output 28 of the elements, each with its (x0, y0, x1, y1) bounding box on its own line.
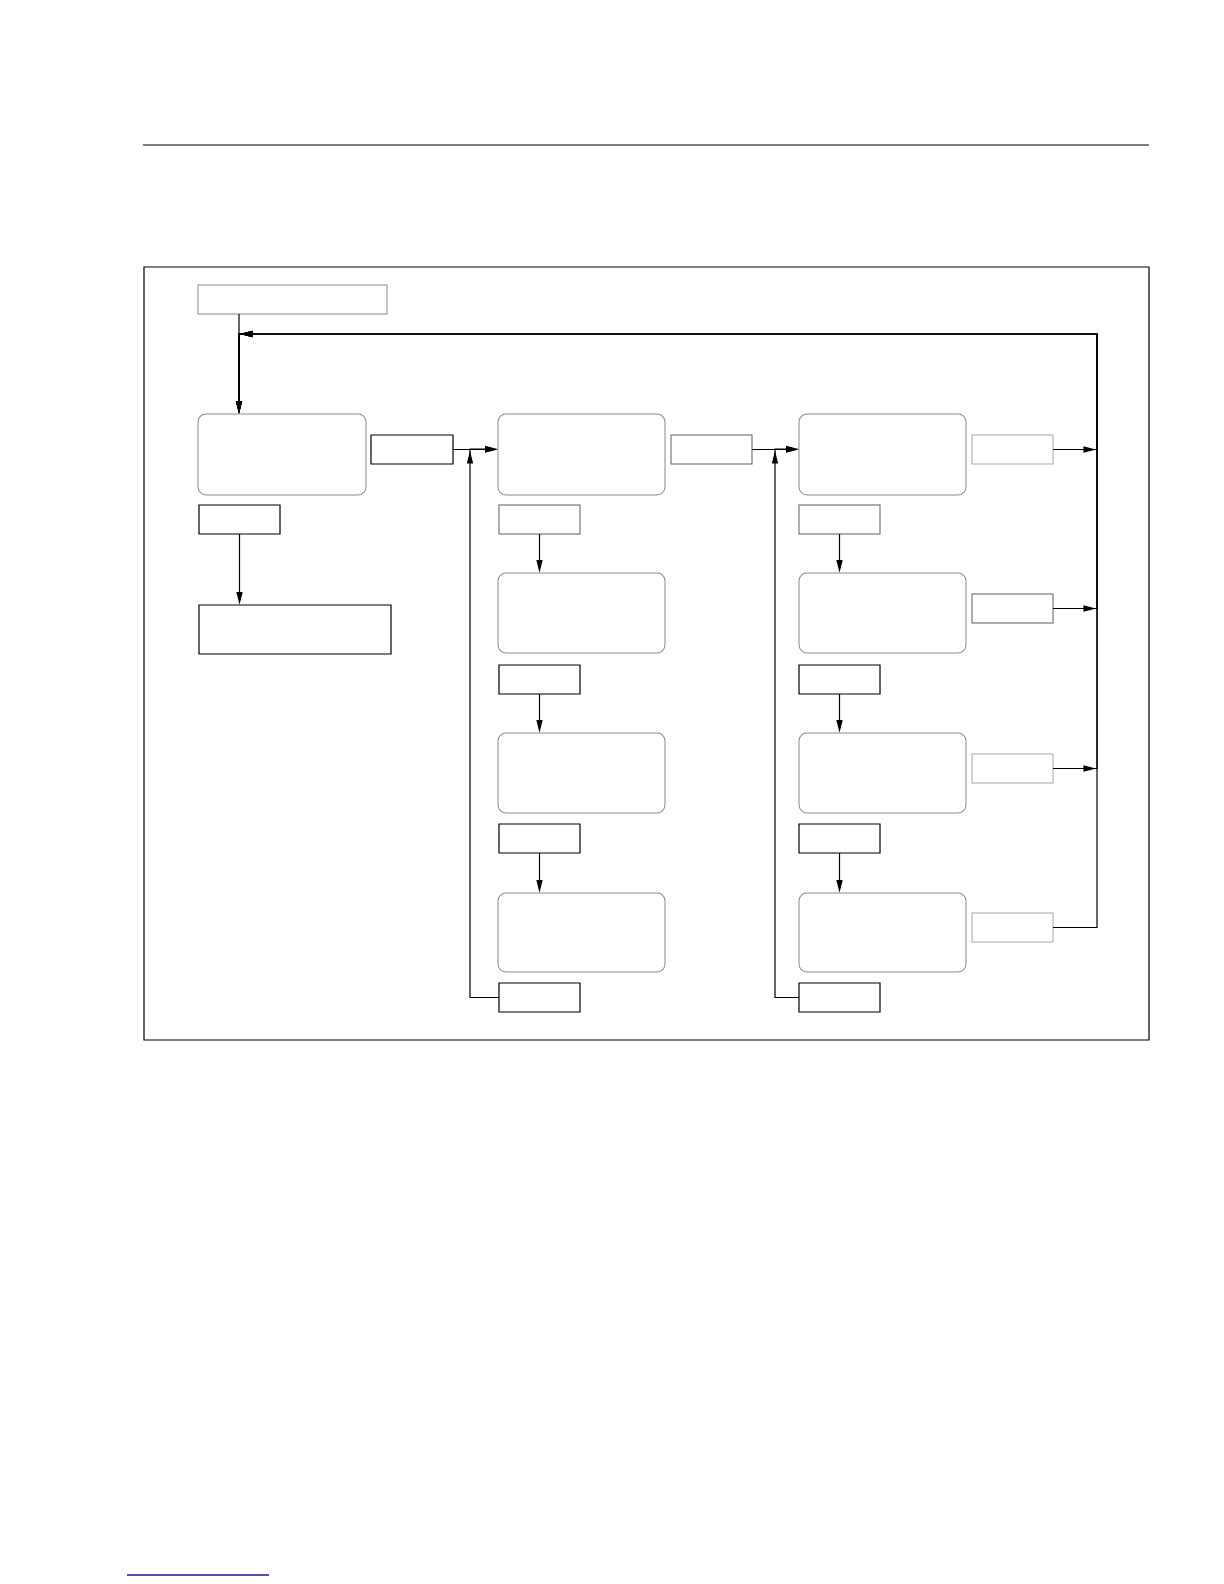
rectangle-box (498, 664, 581, 695)
arrow (771, 445, 800, 999)
rectangle-box (798, 664, 881, 695)
arrow (466, 445, 500, 999)
process-box (798, 892, 967, 973)
process-box (798, 572, 967, 654)
rectangle-box (197, 284, 388, 315)
process-box (798, 732, 967, 814)
process-box (497, 413, 666, 496)
rectangle-box (798, 982, 881, 1013)
process-box (798, 413, 967, 496)
process-box (497, 892, 666, 973)
rectangle-box (370, 434, 454, 465)
process-box (197, 413, 367, 496)
rectangle-box (198, 604, 392, 655)
rectangle-box (498, 504, 581, 535)
rectangle-box (798, 504, 881, 535)
rectangle-box (971, 912, 1054, 943)
rectangle-box (198, 504, 281, 535)
process-box (497, 732, 666, 814)
rectangle-box (971, 593, 1054, 624)
rectangle-box (971, 753, 1054, 784)
rectangle-box (498, 823, 581, 854)
process-box (497, 572, 666, 654)
rectangle-box (798, 823, 881, 854)
rectangle-box (670, 434, 753, 465)
rectangle-box (498, 982, 581, 1013)
rectangle-box (971, 434, 1054, 465)
